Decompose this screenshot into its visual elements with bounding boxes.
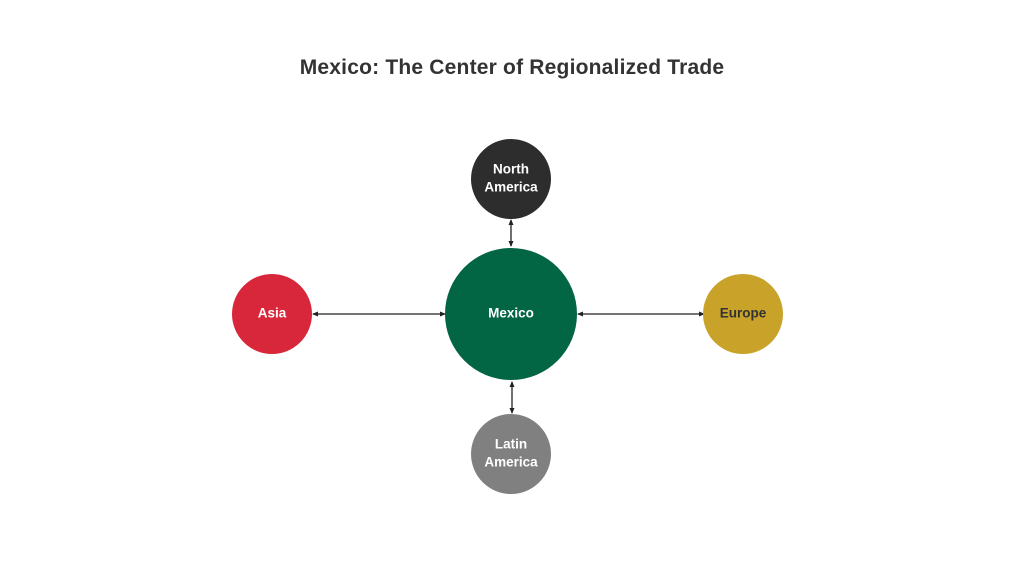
node-latin-america-label-line1: Latin: [495, 437, 527, 452]
node-europe-label: Europe: [720, 306, 767, 321]
node-europe: Europe: [703, 274, 783, 354]
node-asia-label: Asia: [258, 306, 287, 321]
node-latin-america: Latin America: [471, 414, 551, 494]
node-asia: Asia: [232, 274, 312, 354]
node-mexico-label: Mexico: [488, 306, 534, 321]
node-north-america: North America: [471, 139, 551, 219]
node-latin-america-label-line2: America: [484, 455, 538, 470]
node-north-america-label-line2: America: [484, 180, 538, 195]
diagram-title: Mexico: The Center of Regionalized Trade: [299, 56, 725, 79]
node-mexico: Mexico: [445, 248, 577, 380]
node-north-america-label-line1: North: [493, 162, 529, 177]
